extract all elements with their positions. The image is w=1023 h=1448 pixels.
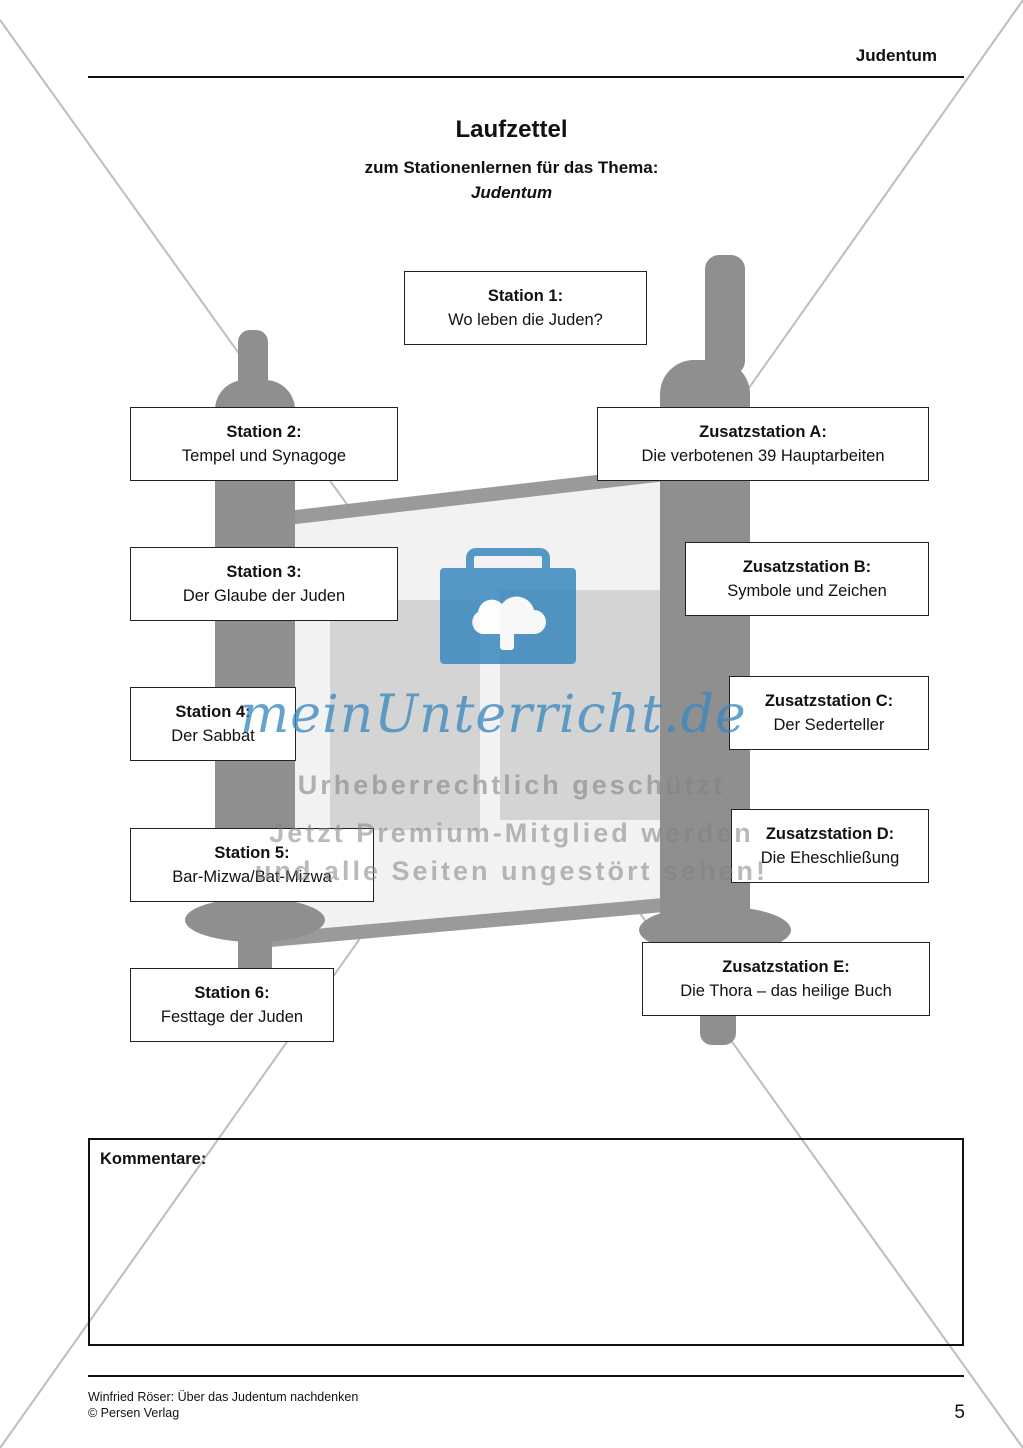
station-text: Die Eheschließung — [760, 849, 900, 867]
station-title: Station 6: — [194, 984, 270, 1002]
station-text: Der Sabbat — [171, 727, 255, 745]
station-title: Zusatzstation E: — [722, 958, 850, 976]
station-title: Zusatzstation B: — [742, 558, 872, 576]
station-title: Station 1: — [487, 287, 564, 305]
station-box-2: Station 2: Tempel und Synagoge — [130, 407, 398, 481]
station-title: Station 5: — [214, 844, 290, 862]
station-title: Zusatzstation A: — [699, 423, 827, 441]
right-scroll-roller — [660, 360, 750, 950]
station-text: Die verbotenen 39 Hauptarbeiten — [641, 447, 885, 465]
footer-publisher: © Persen Verlag — [88, 1406, 180, 1420]
watermark-brand: meinUnterricht.de — [240, 685, 747, 745]
station-text: Symbole und Zeichen — [727, 582, 887, 600]
extra-station-box-a: Zusatzstation A: Die verbotenen 39 Haupt… — [597, 407, 929, 481]
comments-box[interactable] — [88, 1138, 964, 1346]
station-box-3: Station 3: Der Glaube der Juden — [130, 547, 398, 621]
page-number: 5 — [954, 1402, 965, 1423]
station-box-4: Station 4: Der Sabbat — [130, 687, 296, 761]
footer-rule — [88, 1375, 964, 1377]
page-title: Laufzettel — [455, 116, 568, 143]
watermark-view-line: und alle Seiten ungestört sehen! — [254, 856, 769, 886]
station-text: Festtage der Juden — [160, 1008, 304, 1026]
station-title: Station 4: — [175, 703, 251, 721]
station-text: Die Thora – das heilige Buch — [680, 982, 892, 1000]
station-text: Tempel und Synagoge — [181, 447, 347, 465]
station-box-1: Station 1: Wo leben die Juden? — [404, 271, 647, 345]
header-topic: Judentum — [855, 46, 937, 65]
station-box-6: Station 6: Festtage der Juden — [130, 968, 334, 1042]
station-title: Station 2: — [226, 423, 302, 441]
extra-station-box-b: Zusatzstation B: Symbole und Zeichen — [685, 542, 929, 616]
page-subtitle-topic: Judentum — [470, 183, 553, 202]
station-title: Zusatzstation D: — [765, 825, 895, 843]
header-rule — [88, 76, 964, 78]
extra-station-box-e: Zusatzstation E: Die Thora – das heilige… — [642, 942, 930, 1016]
station-text: Wo leben die Juden? — [448, 311, 603, 329]
left-scroll-roller — [215, 380, 295, 940]
extra-station-box-c: Zusatzstation C: Der Sederteller — [729, 676, 929, 750]
station-text: Bar-Mizwa/Bat-Mizwa — [172, 868, 332, 886]
footer-author: Winfried Röser: Über das Judentum nachde… — [88, 1390, 359, 1404]
station-text: Der Glaube der Juden — [182, 587, 346, 605]
watermark-copyright: Urheberrechtlich geschützt — [297, 770, 726, 800]
page-subtitle: zum Stationenlernen für das Thema: — [364, 158, 659, 177]
station-text: Der Sederteller — [773, 716, 885, 734]
comments-label: Kommentare: — [100, 1150, 207, 1168]
watermark-premium-line: Jetzt Premium-Mitglied werden — [269, 818, 754, 848]
scroll-text-texture — [330, 590, 660, 830]
extra-station-box-d: Zusatzstation D: Die Eheschließung — [731, 809, 929, 883]
station-title: Zusatzstation C: — [764, 692, 894, 710]
station-title: Station 3: — [226, 563, 302, 581]
station-box-5: Station 5: Bar-Mizwa/Bat-Mizwa — [130, 828, 374, 902]
